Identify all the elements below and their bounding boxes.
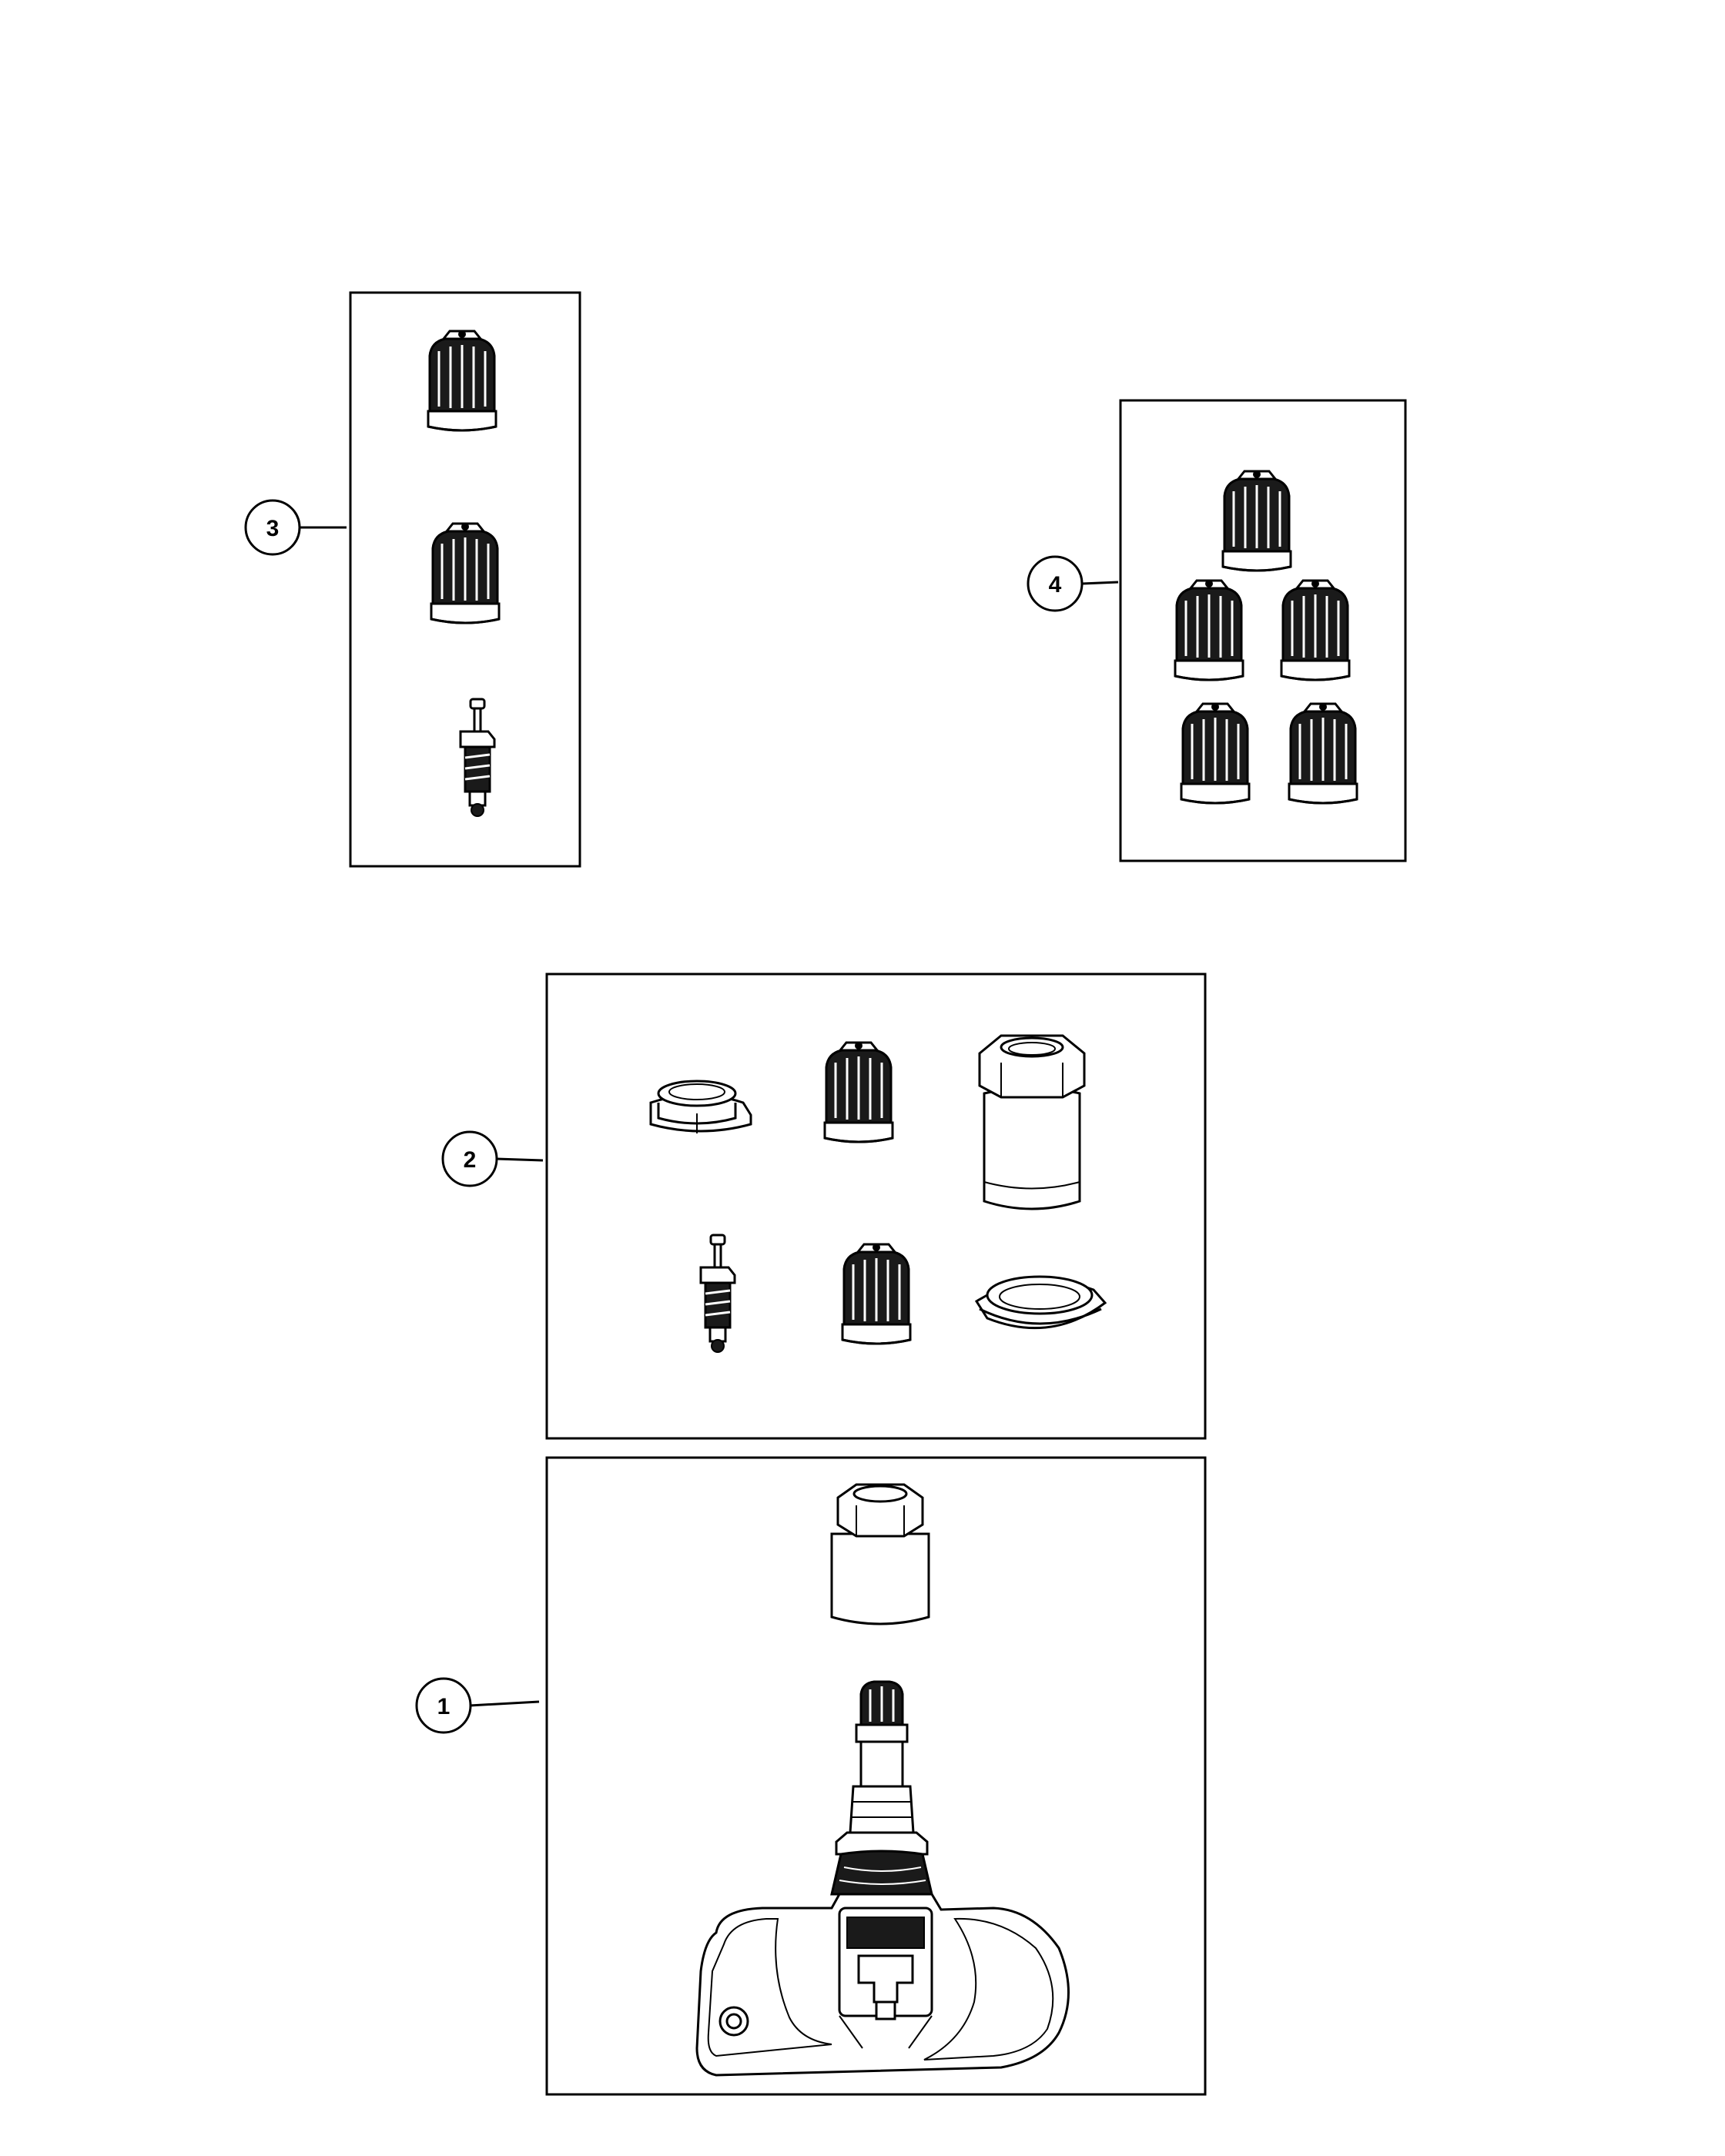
washer-icon [974,1275,1107,1330]
valve-cap-icon [427,329,497,432]
group-2-box [545,973,1207,1440]
valve-cap-icon [841,1242,912,1345]
valve-cap-icon [1280,578,1351,681]
valve-cap-icon [1174,578,1244,681]
valve-cap-icon [1221,469,1292,572]
tpms-sensor-icon [695,1680,1070,2077]
part-group-4: 4 [1027,399,1407,862]
valve-cap-icon [1288,701,1358,805]
valve-core-icon [459,698,496,818]
part-group-1: 1 [415,1456,1207,2096]
grommet-icon [649,1080,752,1133]
callout-1-leader [469,1700,540,1707]
group-4-box [1119,399,1407,862]
part-group-2: 2 [441,973,1207,1440]
part-group-3: 3 [244,291,581,868]
hex-nut-icon [830,1483,930,1625]
callout-3-circle [244,499,301,556]
callout-4-number: 4 [1049,572,1062,598]
callout-3-number: 3 [266,516,280,541]
valve-cap-icon [823,1040,894,1143]
callout-1-number: 1 [437,1694,451,1719]
callout-2-circle [441,1130,498,1187]
valve-cap-icon [430,521,501,624]
valve-core-icon [699,1234,736,1354]
group-1-box [545,1456,1207,2096]
valve-cap-icon [1180,701,1251,805]
callout-1-circle [415,1677,472,1734]
callout-2-number: 2 [464,1147,477,1173]
callout-2-leader [496,1157,544,1162]
callout-4-circle [1027,555,1084,612]
callout-4-leader [1081,581,1119,585]
hex-nut-icon [978,1034,1086,1210]
group-3-box [349,291,581,868]
